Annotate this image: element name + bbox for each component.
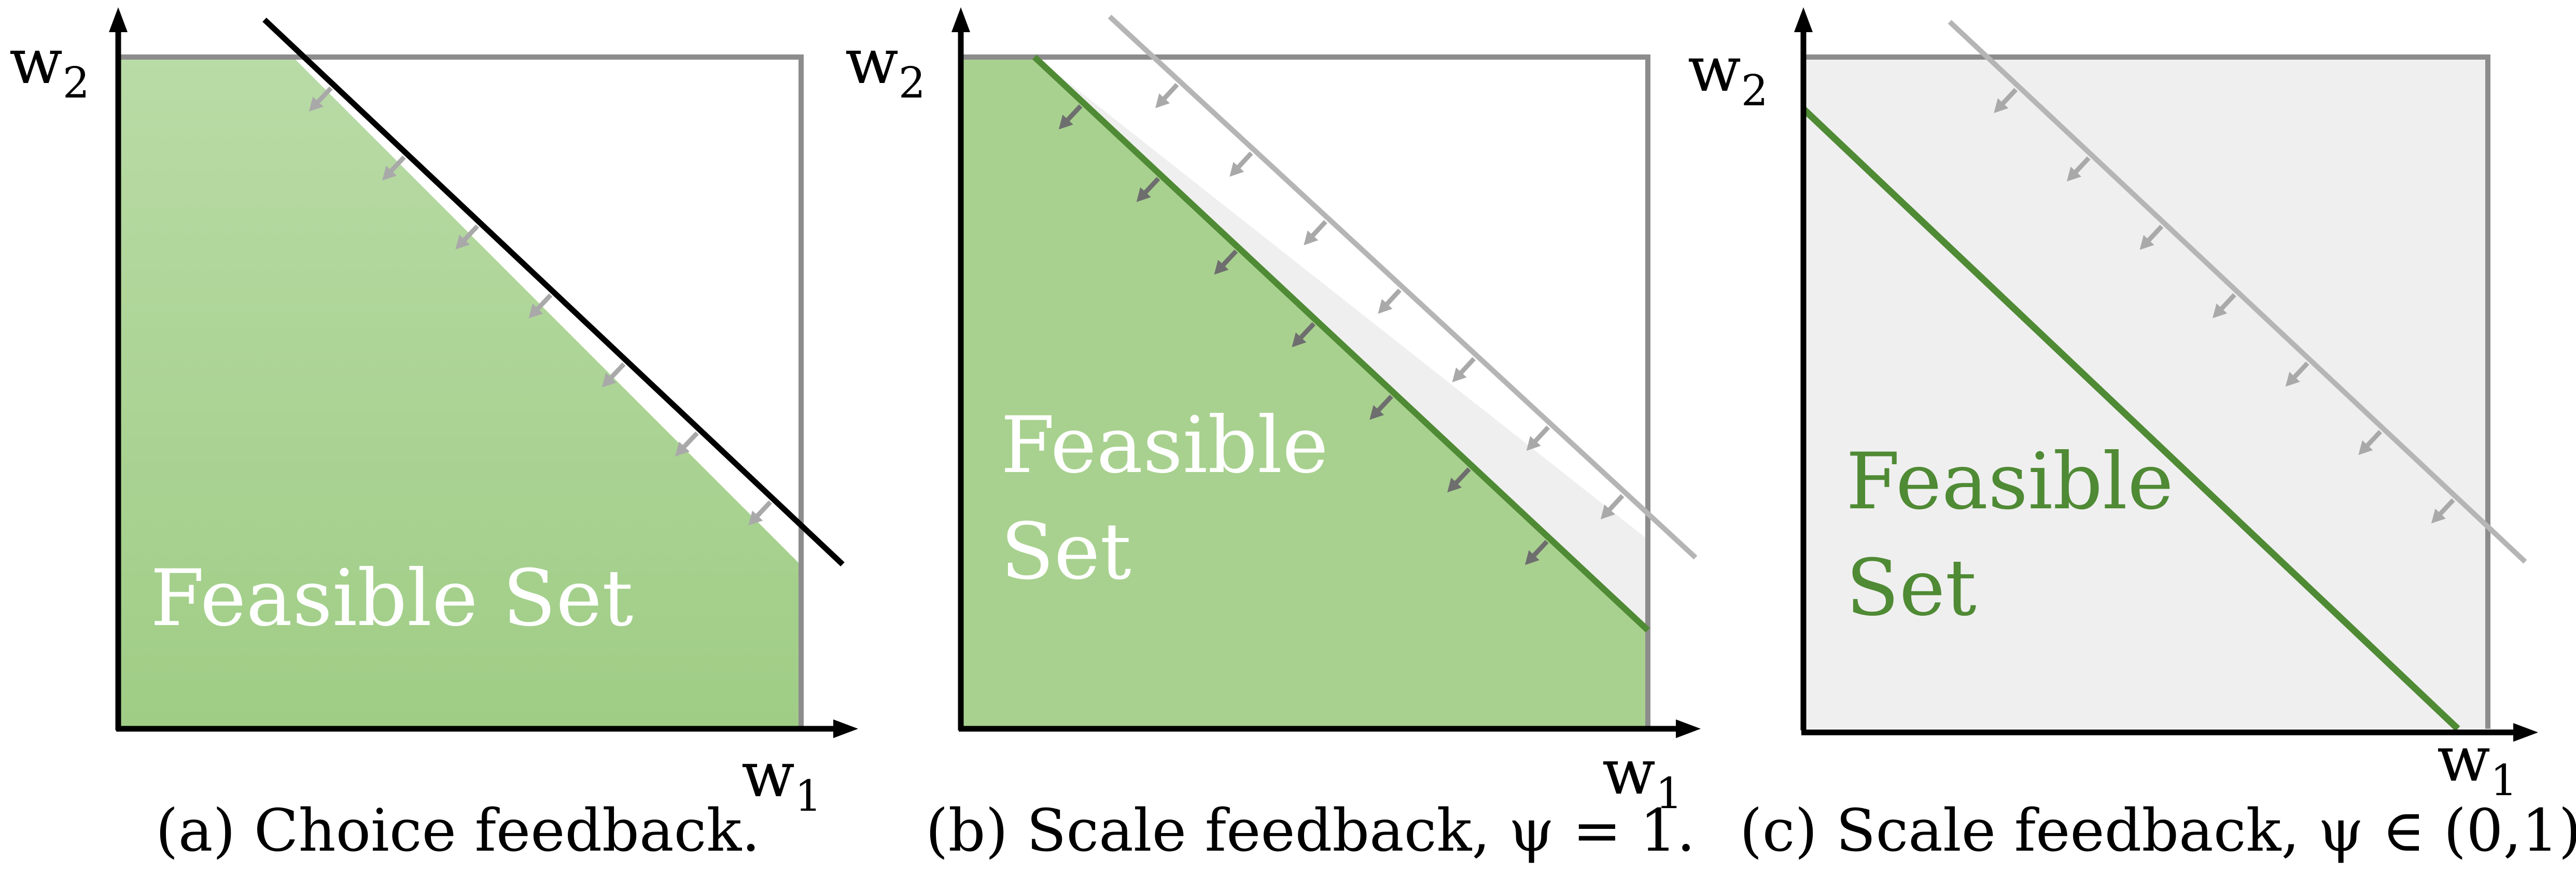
constraint-arrow [1369, 395, 1393, 420]
panel-b-outer-constraint-line [1108, 15, 1698, 560]
constraint-arrow [1214, 249, 1238, 275]
constraint-arrow [1452, 357, 1476, 383]
panel-c-outer-constraint-line [1948, 20, 2527, 564]
constraint-arrow [1447, 467, 1471, 493]
panel-c-x-axis-arrowhead [2513, 723, 2538, 742]
constraint-arrow [2358, 429, 2383, 455]
panel-c-y-axis-label: w2 [1688, 34, 1768, 116]
panel-a-feasible-region [118, 57, 801, 729]
panel-b-x-axis-arrowhead [1676, 719, 1701, 738]
panel-a-y-axis-label: w2 [9, 26, 90, 108]
panel-b-box [961, 54, 1650, 729]
constraint-arrow [1155, 82, 1179, 108]
constraint-arrow [2431, 498, 2455, 524]
constraint-arrow [1229, 151, 1253, 177]
constraint-arrow [1526, 425, 1550, 451]
panel-c-region-label-line1: Feasible [1846, 437, 2174, 527]
constraint-arrow [1304, 220, 1327, 245]
panel-b-region-label-line2: Set [1001, 507, 1131, 597]
constraint-arrow [1058, 104, 1083, 130]
panel-b: w2 w1 Feasible Set (b) Scale feedback, ψ… [845, 7, 1701, 865]
panel-b-feasible-region [961, 57, 1648, 729]
constraint-arrow [2285, 362, 2309, 387]
panel-a-constraint-line [262, 17, 845, 567]
constraint-arrow [601, 362, 626, 387]
constraint-arrow [2066, 156, 2091, 182]
panel-a-region-label: Feasible Set [150, 553, 633, 644]
panel-a: w2 w1 Feasible Set (a) Choice feedback. [9, 7, 858, 865]
panel-b-region-label-line1: Feasible [1001, 400, 1328, 491]
constraint-arrow [2213, 293, 2236, 318]
constraint-arrow [2139, 225, 2164, 250]
constraint-arrow [1524, 539, 1549, 565]
panel-b-feasible-boundary-line [1032, 54, 1650, 633]
panel-c-outer-arrows [1994, 88, 2455, 524]
constraint-arrow [1136, 177, 1160, 202]
panel-c: w2 w1 Feasible Set (c) Scale feedback, ψ… [1688, 7, 2576, 865]
panel-c-region-label-line2: Set [1846, 543, 1977, 633]
panel-a-x-axis-label: w1 [741, 739, 822, 821]
panel-a-box [118, 54, 804, 729]
panel-c-caption: (c) Scale feedback, ψ ∈ (0,1). [1740, 797, 2576, 865]
constraint-arrow [382, 155, 406, 181]
panel-a-x-axis-arrowhead [833, 719, 858, 738]
panel-a-caption: (a) Choice feedback. [156, 797, 760, 865]
panel-a-constraint-arrows [309, 86, 772, 525]
constraint-arrow [748, 500, 772, 525]
panel-c-outer-halfplane [1803, 57, 2488, 729]
panel-a-y-axis-arrowhead [109, 7, 128, 32]
constraint-arrow [1600, 494, 1625, 520]
constraint-arrow [1292, 322, 1316, 348]
panel-c-x-axis-label: w1 [2437, 724, 2517, 806]
panel-c-y-axis-arrowhead [1794, 7, 1813, 32]
constraint-arrow [455, 224, 480, 249]
panel-b-caption: (b) Scale feedback, ψ = 1. [926, 797, 1695, 865]
constraint-arrow [528, 293, 553, 318]
constraint-arrow [675, 431, 699, 456]
panel-b-x-axis-label: w1 [1602, 737, 1683, 818]
panel-c-feasible-boundary-line [1801, 106, 2460, 731]
constraint-arrow [1378, 288, 1402, 314]
panel-b-inner-arrows [1058, 104, 1549, 565]
panel-b-outer-arrows [1155, 82, 1625, 520]
constraint-arrow [1994, 88, 2018, 113]
panel-b-y-axis-arrowhead [951, 7, 970, 32]
constraint-arrow [309, 86, 333, 112]
panel-b-y-axis-label: w2 [845, 26, 926, 108]
panel-c-box [1803, 54, 2490, 729]
